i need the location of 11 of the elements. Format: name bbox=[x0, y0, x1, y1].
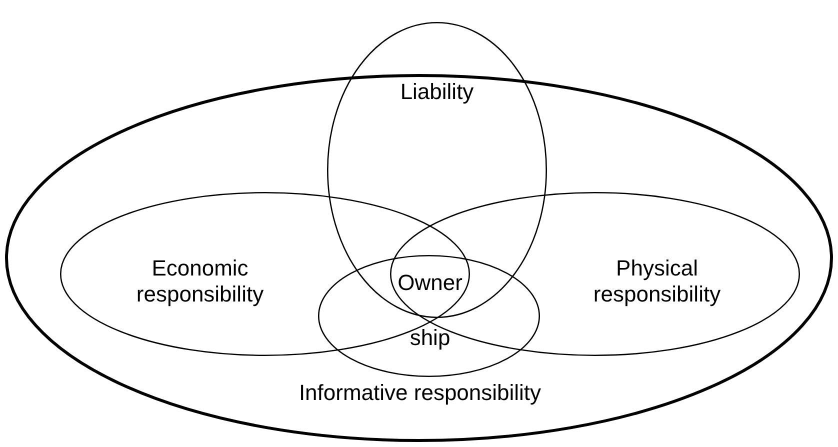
venn-ellipse bbox=[327, 22, 547, 318]
ellipse-label: Owner bbox=[398, 270, 462, 296]
venn-ellipse bbox=[5, 74, 833, 442]
ellipse-label: Physical responsibility bbox=[592, 256, 722, 308]
venn-ellipse bbox=[390, 192, 800, 356]
ellipse-label: Liability bbox=[400, 78, 474, 106]
venn-ellipse bbox=[60, 192, 470, 356]
ellipse-label: Informative responsibility bbox=[298, 380, 542, 406]
ellipse-label: Economic responsibility bbox=[135, 256, 265, 308]
venn-ellipse bbox=[318, 255, 540, 377]
ellipse-label: ship bbox=[410, 324, 450, 352]
